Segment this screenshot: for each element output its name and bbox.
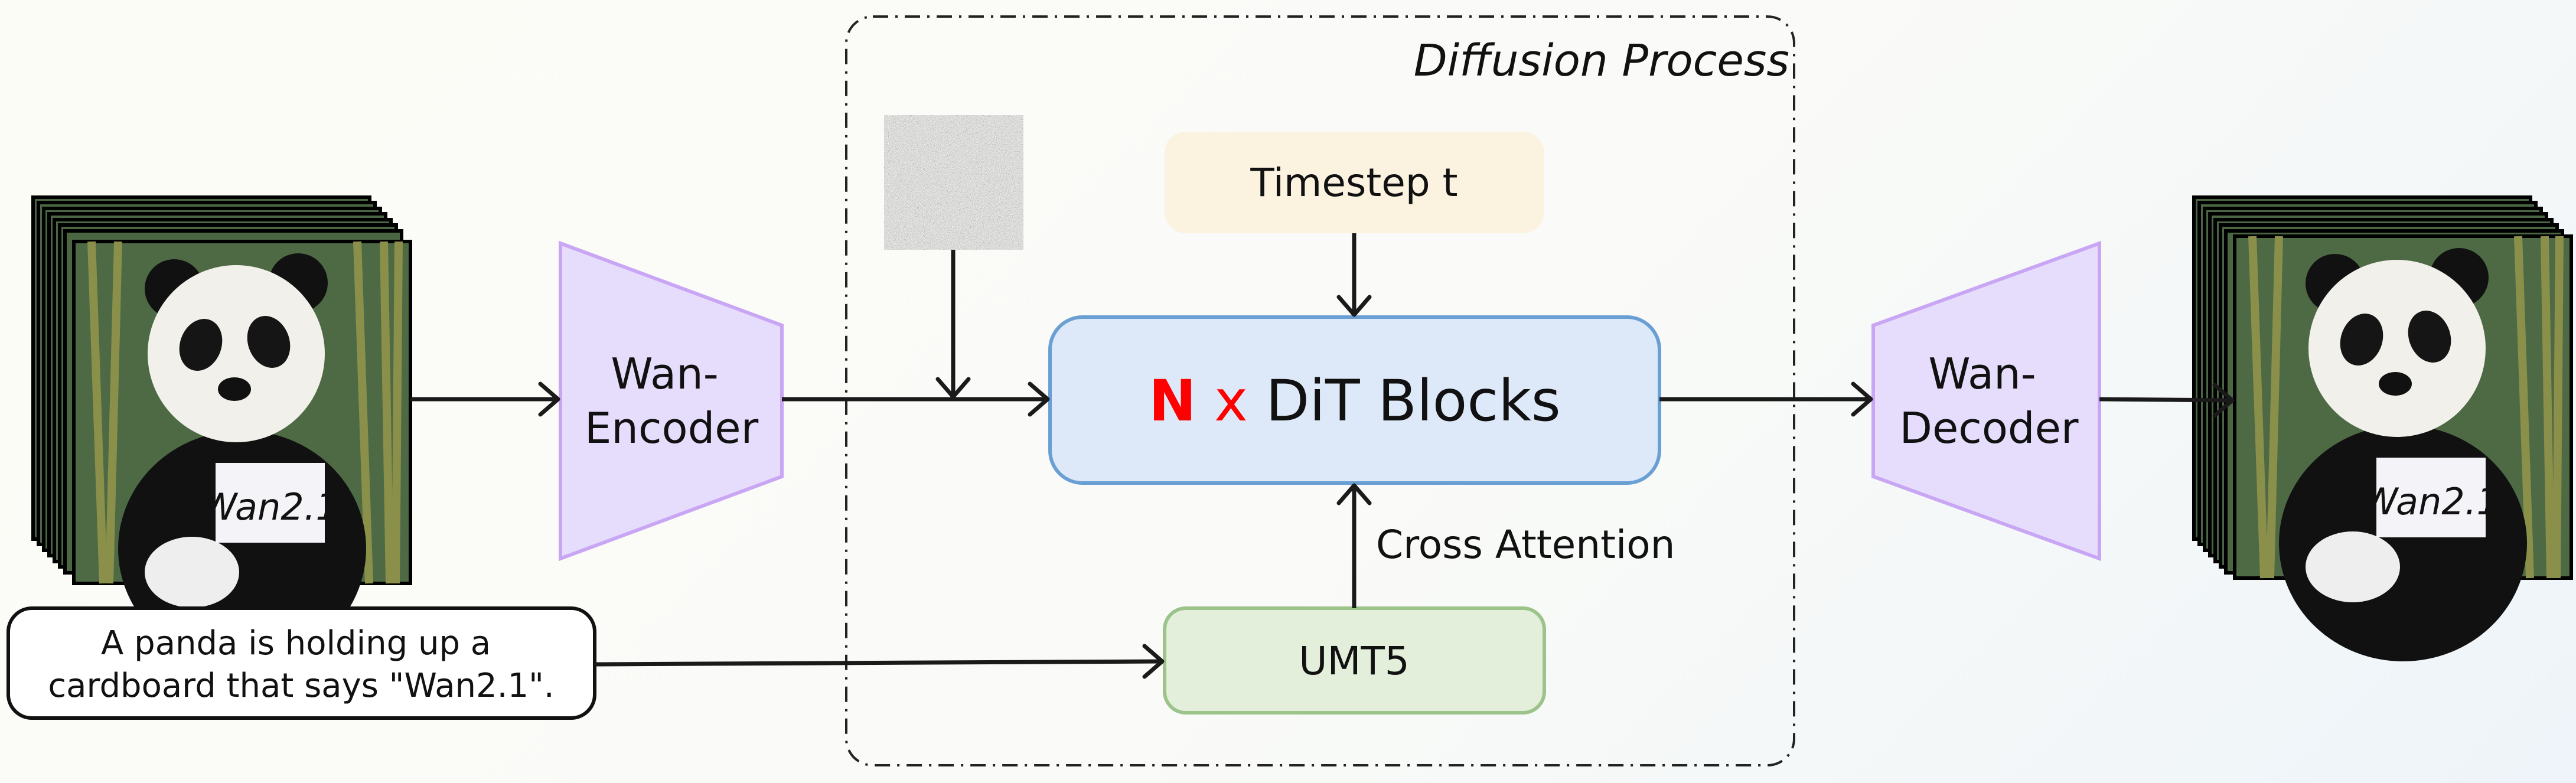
- arrow-input-to-encoder: [410, 381, 560, 417]
- input-panda-sign-text: Wan2.1: [201, 485, 339, 528]
- input-video-frames: Wan2.1: [33, 197, 410, 667]
- arrow-encoder-to-dit: [782, 381, 1050, 417]
- wan-encoder-block: [559, 240, 784, 562]
- arrow-noise-to-latent: [935, 250, 971, 399]
- arrow-umt5-to-dit: [1336, 483, 1372, 608]
- diffusion-process-region: [845, 15, 1795, 766]
- dit-blocks-label: N x DiT Blocks: [1149, 368, 1561, 434]
- arrow-dit-to-decoder: [1659, 381, 1873, 417]
- output-video-frames: Wan2.1: [2194, 197, 2571, 661]
- wan-decoder-block: [1871, 240, 2101, 562]
- timestep-block: [1165, 132, 1544, 233]
- wan-decoder-label: Wan- Decoder: [1900, 349, 2079, 453]
- wan-encoder-label: Wan- Encoder: [585, 349, 759, 453]
- output-panda-sign-text: Wan2.1: [2362, 480, 2500, 523]
- text-prompt: A panda is holding up a cardboard that s…: [48, 624, 554, 705]
- arrow-timestep-to-dit: [1336, 233, 1372, 317]
- arrow-prompt-to-umt5: [594, 644, 1165, 679]
- timestep-label: Timestep t: [1250, 160, 1457, 205]
- noise-latent: [884, 115, 1023, 250]
- arrow-decoder-to-output: [2099, 383, 2235, 418]
- umt5-label: UMT5: [1299, 638, 1410, 684]
- diffusion-process-label: Diffusion Process: [1414, 35, 1789, 86]
- cross-attention-label: Cross Attention: [1376, 522, 1675, 567]
